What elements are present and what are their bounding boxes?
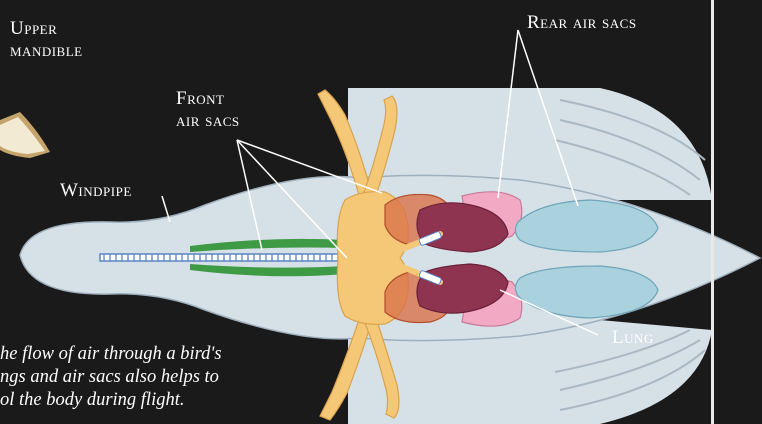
label-rear-air-sacs: Rear air sacs	[527, 12, 637, 34]
label-windpipe: Windpipe	[60, 180, 132, 202]
windpipe	[100, 254, 350, 261]
diagram-caption: he flow of air through a bird's ngs and …	[0, 343, 222, 412]
caption-line-2: ngs and air sacs also helps to	[0, 366, 222, 389]
label-upper-mandible: Upper mandible	[10, 18, 83, 62]
caption-line-1: he flow of air through a bird's	[0, 343, 222, 366]
label-front-air-sacs: Front air sacs	[176, 88, 240, 132]
label-lung: Lung	[612, 327, 654, 349]
upper-mandible	[0, 112, 50, 158]
page-divider	[711, 0, 714, 424]
caption-line-3: ol the body during flight.	[0, 389, 222, 412]
